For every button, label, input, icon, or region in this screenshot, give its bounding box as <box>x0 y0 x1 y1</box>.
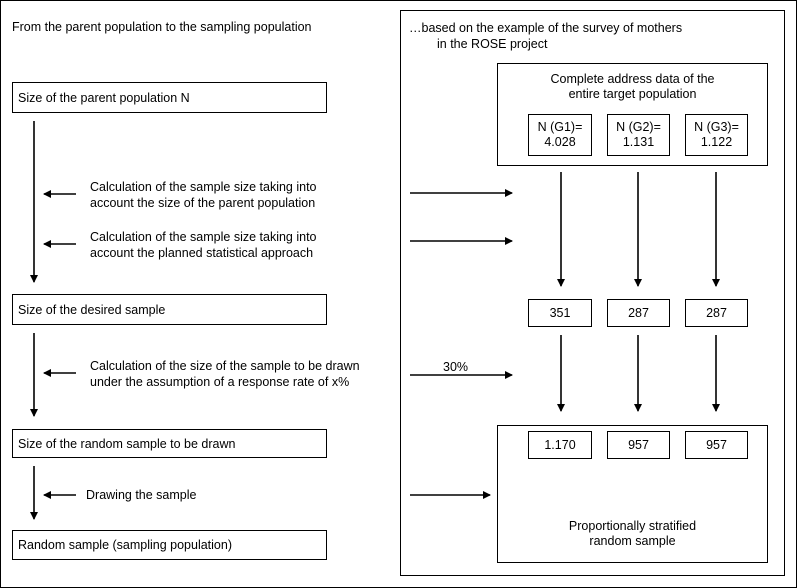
group-drawn-box: 1.170 <box>528 431 592 459</box>
group-n-value: 4.028 <box>544 135 576 149</box>
calc-response-line2: under the assumption of a response rate … <box>90 375 350 389</box>
parent-population-label: Size of the parent population N <box>18 90 190 105</box>
random-sample-size-box: Size of the random sample to be drawn <box>12 429 327 458</box>
group-desired-box: 287 <box>607 299 670 327</box>
group-n-value: 1.131 <box>622 135 655 149</box>
calc-stat-line2: account the planned statistical approach <box>90 246 314 260</box>
group-desired-value: 287 <box>628 305 649 320</box>
address-line1: Complete address data of the <box>550 72 715 86</box>
group-n-box: N (G1)= 4.028 <box>528 114 592 156</box>
random-sample-label: Random sample (sampling population) <box>18 538 233 552</box>
drawing-label: Drawing the sample <box>86 488 197 502</box>
group-name: N (G1)= <box>537 120 583 134</box>
random-sample-size-label: Size of the random sample to be drawn <box>18 436 236 451</box>
address-line2: entire target population <box>568 87 697 101</box>
desired-sample-box: Size of the desired sample <box>12 294 327 325</box>
left-heading: From the parent population to the sampli… <box>12 20 312 34</box>
group-name: N (G2)= <box>616 120 661 134</box>
parent-population-box: Size of the parent population N <box>12 82 327 113</box>
calc-stat-line1: Calculation of the sample size taking in… <box>90 230 317 244</box>
group-name: N (G3)= <box>694 120 739 134</box>
group-drawn-box: 957 <box>607 431 670 459</box>
right-heading-line2: in the ROSE project <box>437 37 548 51</box>
stratified-line1: Proportionally stratified <box>568 519 697 533</box>
group-desired-value: 287 <box>706 305 727 320</box>
random-sample-box: Random sample (sampling population) <box>12 530 327 560</box>
group-drawn-value: 1.170 <box>544 437 576 452</box>
group-desired-box: 287 <box>685 299 748 327</box>
right-heading-line1: …based on the example of the survey of m… <box>409 21 683 35</box>
group-desired-box: 351 <box>528 299 592 327</box>
address-data-title: Complete address data of the entire targ… <box>497 70 768 104</box>
calc-parent-line2: account the size of the parent populatio… <box>90 196 316 210</box>
group-n-box: N (G3)= 1.122 <box>685 114 748 156</box>
group-desired-value: 351 <box>549 305 571 320</box>
stratified-line2: random sample <box>589 534 676 548</box>
group-drawn-value: 957 <box>706 437 727 452</box>
stratified-caption: Proportionally stratified random sample <box>497 517 768 551</box>
group-n-box: N (G2)= 1.131 <box>607 114 670 156</box>
calc-response-line1: Calculation of the size of the sample to… <box>90 359 360 373</box>
group-drawn-value: 957 <box>628 437 649 452</box>
group-n-value: 1.122 <box>700 135 733 149</box>
group-drawn-box: 957 <box>685 431 748 459</box>
response-rate-label: 30% <box>443 360 469 374</box>
calc-parent-line1: Calculation of the sample size taking in… <box>90 180 317 194</box>
desired-sample-label: Size of the desired sample <box>18 302 166 317</box>
